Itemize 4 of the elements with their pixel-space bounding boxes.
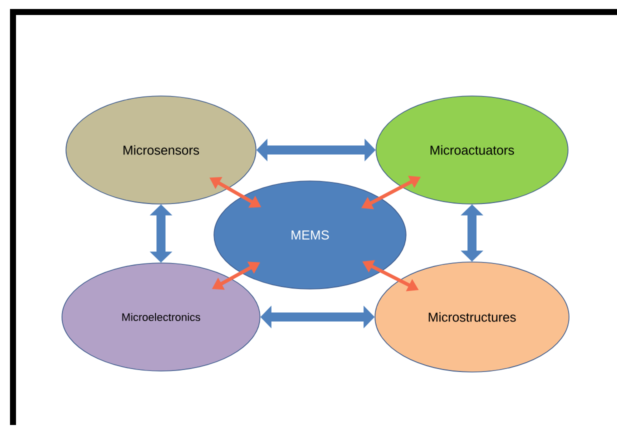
ellipse-node: Microelectronics (62, 262, 260, 372)
ellipse-node: Microsensors (66, 96, 256, 204)
ellipse-node: Microactuators (376, 96, 568, 204)
ellipse-node: Microstructures (374, 262, 570, 372)
